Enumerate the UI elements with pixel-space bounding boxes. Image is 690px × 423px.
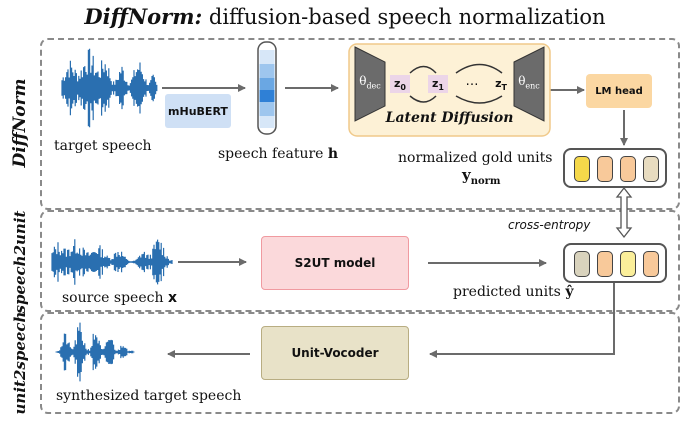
normalized-units-var: ynorm xyxy=(462,166,501,187)
unit-vocoder-label: Unit-Vocoder xyxy=(291,346,379,360)
theta-enc-label: θenc xyxy=(518,74,540,91)
normalized-unit-token-4 xyxy=(643,156,659,182)
decoder-trapezoid xyxy=(354,46,386,122)
predicted-units-label: predicted units ŷ xyxy=(453,284,573,300)
cross-entropy-label: cross-entropy xyxy=(508,218,591,232)
title-bold: DiffNorm: xyxy=(84,4,203,29)
waveform-source-speech xyxy=(51,239,173,285)
diffusion-arc-top-2 xyxy=(455,63,503,74)
encoder-trapezoid xyxy=(513,46,545,122)
diagram-title: DiffNorm: diffusion-based speech normali… xyxy=(0,4,690,29)
speech-feature-label: speech feature h xyxy=(218,146,338,162)
diffusion-arc-top xyxy=(409,65,437,74)
latent-diffusion-label: Latent Diffusion xyxy=(385,110,514,126)
z1-node: z1 xyxy=(428,75,448,93)
unit-vocoder-box: Unit-Vocoder xyxy=(261,326,409,380)
waveform-synthesized-speech xyxy=(55,322,135,382)
synthesized-speech-label: synthesized target speech xyxy=(56,388,242,404)
panel-unit2speech xyxy=(40,312,680,414)
speech-feature-text: speech feature xyxy=(218,146,324,162)
latent-diffusion-box xyxy=(348,43,551,137)
z0-node: z0 xyxy=(390,75,410,93)
s2ut-model-label: S2UT model xyxy=(294,256,376,270)
mhubert-label: mHuBERT xyxy=(168,104,228,118)
arrow-predicted-to-vocoder xyxy=(429,282,615,358)
normalized-unit-token-1 xyxy=(574,156,590,182)
lm-head-label: LM head xyxy=(595,85,643,97)
s2ut-model-box: S2UT model xyxy=(261,236,409,290)
predicted-unit-token-2 xyxy=(597,251,613,277)
normalized-unit-token-2 xyxy=(597,156,613,182)
predicted-units-text: predicted units xyxy=(453,284,561,300)
theta-dec-label: θdec xyxy=(359,74,381,91)
predicted-units-var: ŷ xyxy=(565,284,574,300)
mhubert-box: mHuBERT xyxy=(165,94,231,128)
waveform-target-speech xyxy=(61,48,158,128)
normalized-units-group xyxy=(563,148,667,188)
source-speech-var: x xyxy=(167,290,177,306)
predicted-units-group xyxy=(563,243,667,283)
cross-entropy-double-arrow xyxy=(615,186,633,239)
target-speech-label: target speech xyxy=(54,138,152,154)
ellipsis: … xyxy=(465,74,479,89)
source-speech-label: source speech x xyxy=(62,290,177,306)
zT-node: zT xyxy=(495,77,507,93)
normalized-units-label: normalized gold units xyxy=(398,150,553,166)
title-rest: diffusion-based speech normalization xyxy=(202,5,606,29)
diffusion-arc-bottom-2 xyxy=(455,95,503,104)
speech-feature-var: h xyxy=(327,146,339,162)
speech-feature-column xyxy=(257,41,277,135)
predicted-unit-token-1 xyxy=(574,251,590,277)
predicted-unit-token-3 xyxy=(620,251,636,277)
source-speech-text: source speech xyxy=(62,290,164,306)
lm-head-box: LM head xyxy=(586,74,652,108)
panel-diffnorm xyxy=(40,38,680,210)
panel-speech2unit xyxy=(40,210,680,312)
diffusion-arc-bottom xyxy=(409,95,437,103)
predicted-unit-token-4 xyxy=(643,251,659,277)
normalized-unit-token-3 xyxy=(620,156,636,182)
